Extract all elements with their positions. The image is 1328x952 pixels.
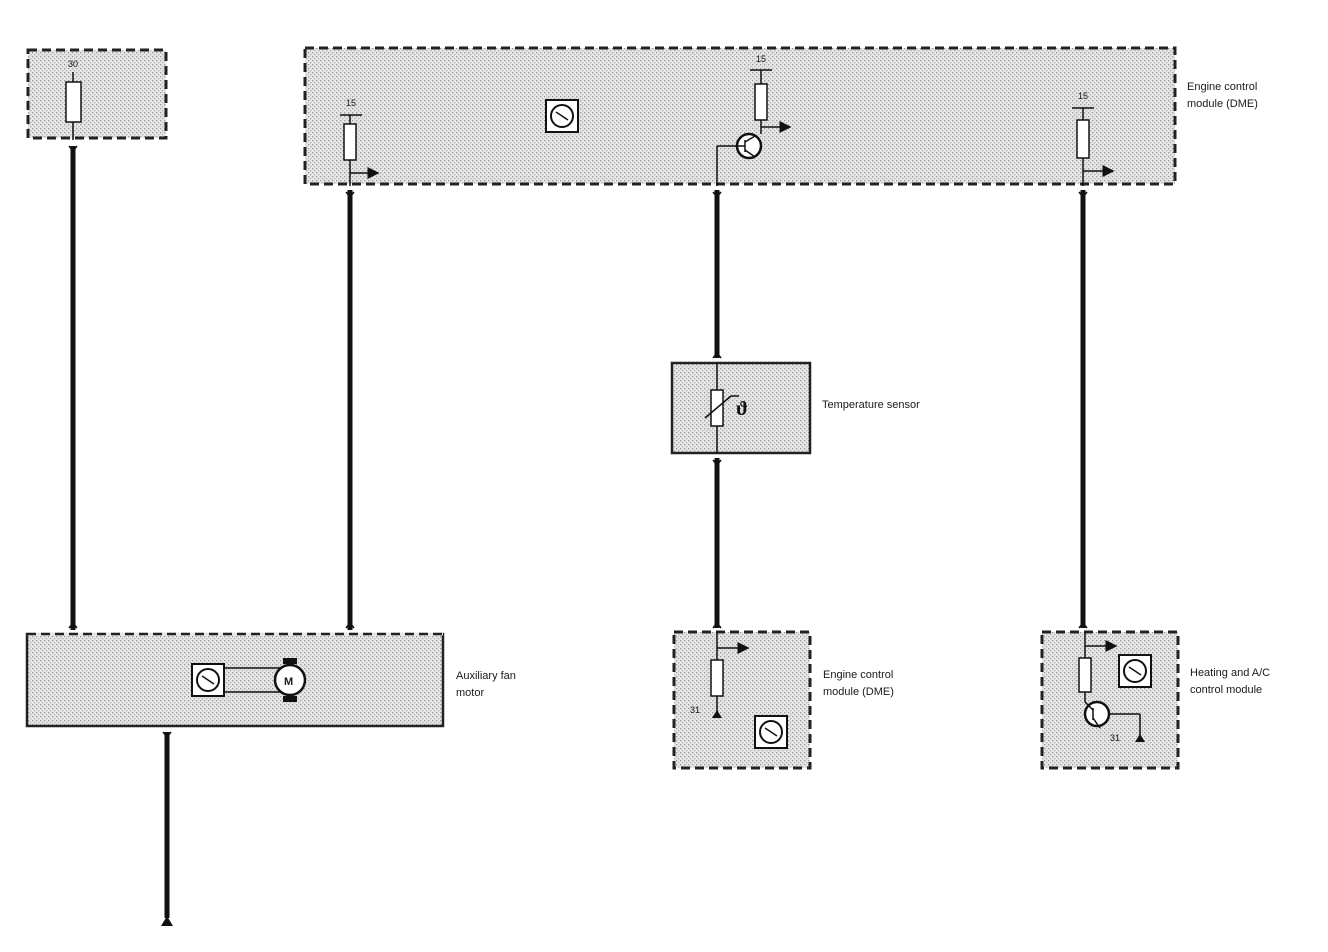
resistor-icon xyxy=(343,123,357,161)
hvac-ground-label: 31 xyxy=(1110,733,1120,743)
ground-icon xyxy=(712,710,722,718)
hvac-name-line1: Heating and A/C xyxy=(1190,667,1270,679)
hvac-name-line2: control module xyxy=(1190,684,1262,696)
dme-top-pullup-left: 15 xyxy=(340,98,380,186)
dme-top-pullup-right: 15 xyxy=(1072,91,1115,186)
temperature-symbol: ϑ xyxy=(736,398,748,420)
dme-top-pullup-middle: 15 xyxy=(716,54,792,186)
ntc-sensor-icon xyxy=(704,363,739,453)
dme-bottom-ground-label: 31 xyxy=(690,705,700,715)
resistor-icon xyxy=(1076,119,1090,159)
resistor-icon xyxy=(1078,657,1092,693)
fuse-icon xyxy=(65,72,82,140)
fuse-terminal-label: 30 xyxy=(68,59,78,69)
dme-top-terminal-right-label: 15 xyxy=(1078,91,1088,101)
temperature-sensor-name: Temperature sensor xyxy=(822,399,920,411)
control-module-icon xyxy=(1118,654,1152,688)
control-module-icon xyxy=(191,663,225,697)
dme-bottom-name-line2: module (DME) xyxy=(823,686,894,698)
dme-bottom-module: 31 Engine control module (DME) xyxy=(672,630,894,770)
ground-icon xyxy=(1135,734,1145,742)
wires xyxy=(68,145,1088,926)
dme-top-module: Engine control module (DME) 15 15 xyxy=(303,46,1258,186)
connector-markers xyxy=(68,145,1088,739)
motor-icon: M xyxy=(273,658,307,702)
fuse-box: 30 xyxy=(26,48,168,140)
dme-bottom-name-line1: Engine control xyxy=(823,669,893,681)
temperature-sensor: ϑ Temperature sensor xyxy=(670,361,920,455)
fan-motor-name-line1: Auxiliary fan xyxy=(456,670,516,682)
resistor-icon xyxy=(710,659,724,697)
hvac-module: 31 Heating and A/C control module xyxy=(1040,630,1270,770)
motor-symbol: M xyxy=(284,676,293,688)
resistor-icon xyxy=(754,83,768,121)
dme-top-terminal-left-label: 15 xyxy=(346,98,356,108)
transistor-icon xyxy=(1083,700,1141,736)
control-module-icon xyxy=(545,99,579,133)
ground-icon xyxy=(161,916,173,926)
fan-motor-name-line2: motor xyxy=(456,687,484,699)
dme-top-terminal-middle-label: 15 xyxy=(756,54,766,64)
dme-top-name-line1: Engine control xyxy=(1187,81,1257,93)
auxiliary-fan-motor: M Auxiliary fan motor xyxy=(25,632,516,728)
control-module-icon xyxy=(754,715,788,749)
transistor-icon xyxy=(735,132,763,160)
dme-top-name-line2: module (DME) xyxy=(1187,98,1258,110)
